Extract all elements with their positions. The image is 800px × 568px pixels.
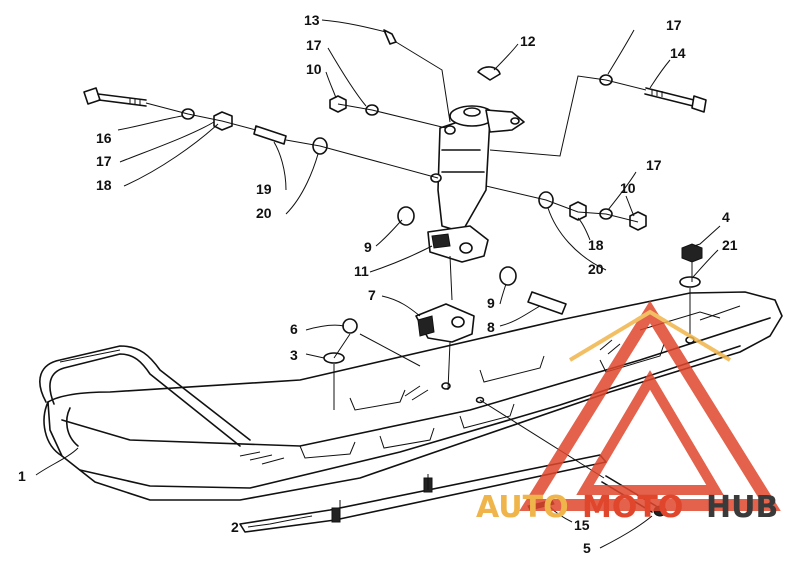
callout-16: 16: [96, 130, 112, 146]
watermark: [519, 300, 781, 511]
callout-9-b: 9: [487, 295, 495, 311]
washer-21: [679, 276, 701, 288]
callout-20-a: 20: [256, 205, 272, 221]
callout-17-a: 17: [306, 37, 322, 53]
nut-18-b: [569, 201, 587, 221]
cap-12: [477, 66, 501, 81]
callout-4: 4: [722, 209, 730, 225]
bushing-6: [342, 318, 358, 334]
callout-7: 7: [368, 287, 376, 303]
watermark-text-hub: HUB: [706, 490, 778, 525]
watermark-text-moto: MOTO: [582, 490, 683, 525]
callout-18-a: 18: [96, 177, 112, 193]
callout-20-b: 20: [588, 261, 604, 277]
callout-13: 13: [304, 12, 320, 28]
callout-2: 2: [231, 519, 239, 535]
watermark-text: AUTO MOTO HUB: [476, 490, 778, 525]
bolt-14: [644, 87, 707, 113]
callout-15: 15: [574, 517, 590, 533]
callout-21: 21: [722, 237, 738, 253]
callout-9-a: 9: [364, 239, 372, 255]
ski-spindle: [430, 105, 525, 233]
callout-5: 5: [583, 540, 591, 556]
nut-4: [681, 243, 703, 263]
pivot-block: [427, 225, 489, 263]
ski-handle-loop: [39, 345, 251, 447]
callout-labels: 1 2 3 4 5 6 7 8 9 9 10 10 11 12 13 14 15…: [18, 12, 738, 556]
callout-10-a: 10: [306, 61, 322, 77]
bolt-16: [83, 87, 147, 107]
watermark-text-auto: AUTO: [476, 490, 569, 525]
callout-3: 3: [290, 347, 298, 363]
callout-11: 11: [354, 263, 369, 279]
callout-17-b: 17: [96, 153, 112, 169]
callout-1: 1: [18, 468, 26, 484]
callout-18-b: 18: [588, 237, 604, 253]
pin-8: [527, 291, 567, 315]
leader-lines: [35, 19, 721, 549]
watermark-triangle-inner: [576, 370, 724, 495]
watermark-triangle-outer: [519, 300, 781, 511]
callout-10-b: 10: [620, 180, 636, 196]
callout-19: 19: [256, 181, 272, 197]
callout-14: 14: [670, 45, 686, 61]
callout-6: 6: [290, 321, 298, 337]
assembly-lines: [145, 41, 693, 520]
callout-8: 8: [487, 319, 495, 335]
bushing-9-b: [499, 266, 517, 286]
callout-17-c: 17: [666, 17, 682, 33]
nut-10-b: [629, 211, 647, 231]
pin-19: [253, 125, 287, 145]
ski-bracket: [415, 303, 475, 343]
callout-12: 12: [520, 33, 536, 49]
callout-17-d: 17: [646, 157, 662, 173]
